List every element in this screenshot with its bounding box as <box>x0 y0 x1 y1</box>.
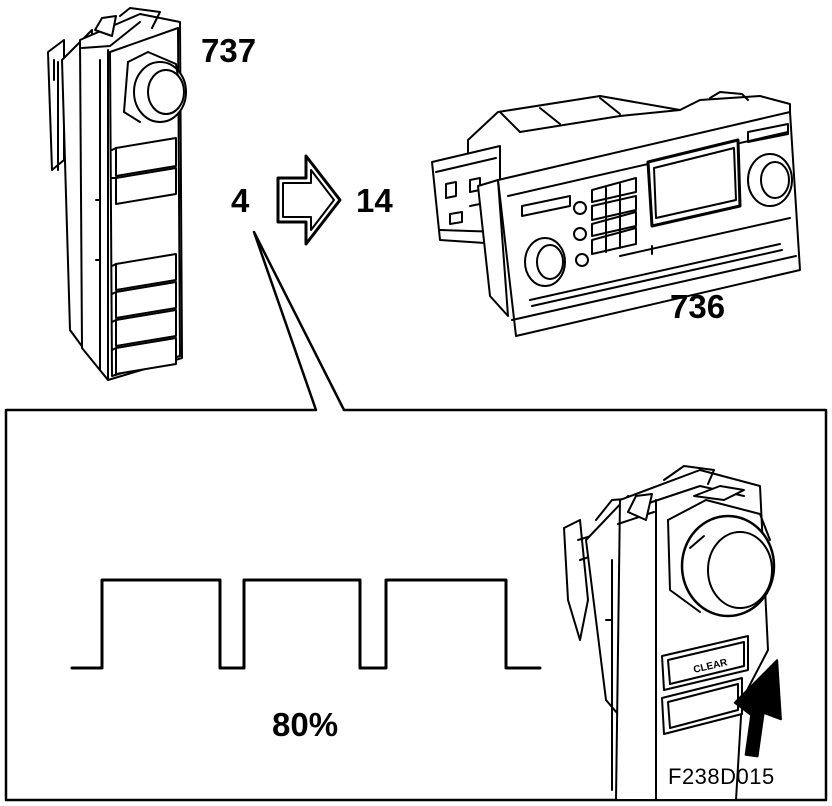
pointing-arrow-icon <box>733 659 782 758</box>
target-pin-label: 14 <box>356 182 393 219</box>
switch-part-number: 737 <box>201 32 257 69</box>
figure-id: F238D015 <box>668 764 775 789</box>
switch-module-737 <box>47 7 187 381</box>
switch-detail <box>563 465 776 801</box>
right-arrow-icon <box>276 154 342 246</box>
control-panel-736 <box>431 91 801 337</box>
panel-part-number: 736 <box>670 288 726 325</box>
duty-cycle-label: 80% <box>272 706 339 743</box>
pwm-signal-waveform <box>70 578 542 670</box>
connector-pin-label: 4 <box>231 182 250 219</box>
